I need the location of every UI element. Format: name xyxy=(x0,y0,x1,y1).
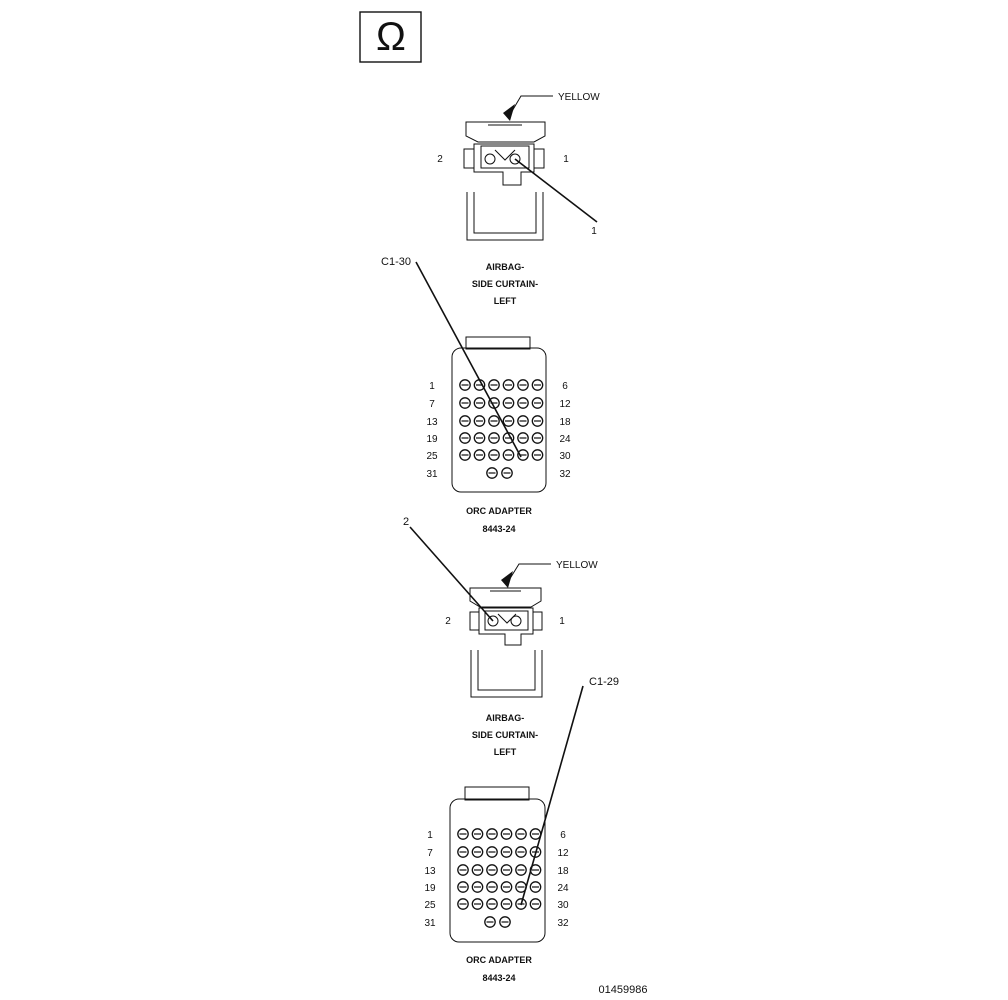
row-label-left: 1 xyxy=(429,381,435,392)
airbag-connector-1: YELLOW 2 1 1 AIRBAG- SIDE CURT xyxy=(437,92,600,306)
row-label-right: 32 xyxy=(559,469,571,480)
row-label-right: 18 xyxy=(557,866,569,877)
right-clip-2 xyxy=(532,611,543,631)
figure-id: 01459986 xyxy=(599,984,648,996)
color-callout-arrowhead-1 xyxy=(503,104,515,121)
panel-2: YELLOW 2 1 2 AIRBAG- SIDE CURTAIN- LEFT xyxy=(403,516,619,983)
connector-cap-2 xyxy=(469,587,542,608)
connector-title-line3-1: LEFT xyxy=(494,296,517,306)
adapter-pin-grid-2 xyxy=(457,828,542,928)
connector-title-line2-1: SIDE CURTAIN- xyxy=(472,279,538,289)
adapter-name-2: ORC ADAPTER xyxy=(466,955,532,965)
row-label-right: 30 xyxy=(559,451,571,462)
pin-label-left-2: 2 xyxy=(445,616,451,627)
orc-adapter-1: 1 7 13 19 25 31 6 12 18 24 30 32 C1-30 O… xyxy=(381,256,571,534)
color-label-2: YELLOW xyxy=(556,560,598,571)
pin-label-right-1: 1 xyxy=(563,154,569,165)
cavity-2-1 xyxy=(484,153,496,165)
row-label-left: 31 xyxy=(426,469,438,480)
adapter-callout-label-2: C1-29 xyxy=(589,676,619,688)
pin-label-right-2: 1 xyxy=(559,616,565,627)
row-label-left: 13 xyxy=(424,866,436,877)
row-label-left: 1 xyxy=(427,830,433,841)
ohm-meter-icon: Ω xyxy=(359,11,422,63)
row-label-right: 24 xyxy=(559,434,571,445)
row-label-right: 12 xyxy=(559,399,571,410)
row-label-left: 13 xyxy=(426,417,438,428)
connector-body-2 xyxy=(478,607,534,646)
row-label-left: 25 xyxy=(424,900,436,911)
adapter-part-number-1: 8443-24 xyxy=(482,524,515,534)
panel-1: YELLOW 2 1 1 AIRBAG- SIDE CURT xyxy=(381,92,600,534)
row-label-left: 19 xyxy=(426,434,438,445)
connector-body-1 xyxy=(473,143,535,186)
row-label-left: 31 xyxy=(424,918,436,929)
connector-title-line2-2: SIDE CURTAIN- xyxy=(472,730,538,740)
ohm-symbol: Ω xyxy=(376,15,406,59)
right-clip-1 xyxy=(533,148,545,169)
adapter-body-2 xyxy=(449,798,546,943)
cavity-2-2 xyxy=(487,615,499,627)
row-labels-left-1: 1 7 13 19 25 31 xyxy=(426,381,438,480)
adapter-callout-line-2 xyxy=(520,685,584,906)
color-callout-line-2 xyxy=(505,563,551,586)
row-label-left: 19 xyxy=(424,883,436,894)
pin-callout-line-1 xyxy=(514,158,598,223)
connector-title-line1-1: AIRBAG- xyxy=(486,262,525,272)
row-label-right: 6 xyxy=(562,381,568,392)
cavity-1-2 xyxy=(510,615,522,627)
connector-cap-1 xyxy=(465,121,546,143)
cavity-1-1 xyxy=(509,153,521,165)
connector-skirt-2 xyxy=(470,650,543,698)
row-label-right: 12 xyxy=(557,848,569,859)
pin-callout-label-1: 1 xyxy=(591,226,597,237)
pin-callout-line-2 xyxy=(409,526,494,622)
row-label-left: 25 xyxy=(426,451,438,462)
color-label-1: YELLOW xyxy=(558,92,600,103)
connector-title-line1-2: AIRBAG- xyxy=(486,713,525,723)
row-label-right: 18 xyxy=(559,417,571,428)
row-labels-right-2: 6 12 18 24 30 32 xyxy=(557,830,569,929)
adapter-pin-grid-1 xyxy=(459,379,544,479)
connector-title-line3-2: LEFT xyxy=(494,747,517,757)
orc-adapter-2: 1 7 13 19 25 31 6 12 18 24 30 32 C1-29 O… xyxy=(424,676,619,983)
adapter-part-number-2: 8443-24 xyxy=(482,973,515,983)
row-label-left: 7 xyxy=(429,399,435,410)
row-labels-left-2: 1 7 13 19 25 31 xyxy=(424,830,436,929)
adapter-callout-label-1: C1-30 xyxy=(381,256,411,268)
left-clip-1 xyxy=(463,148,475,169)
row-label-right: 6 xyxy=(560,830,566,841)
adapter-name-1: ORC ADAPTER xyxy=(466,506,532,516)
adapter-body-1 xyxy=(451,347,547,493)
connector-skirt-1 xyxy=(466,192,544,241)
color-callout-arrowhead-2 xyxy=(501,571,513,588)
pin-callout-label-2: 2 xyxy=(403,516,409,528)
left-clip-2 xyxy=(469,611,480,631)
adapter-callout-line-1 xyxy=(415,261,522,458)
row-labels-right-1: 6 12 18 24 30 32 xyxy=(559,381,571,480)
airbag-connector-2: YELLOW 2 1 2 AIRBAG- SIDE CURTAIN- LEFT xyxy=(403,516,598,757)
row-label-right: 30 xyxy=(557,900,569,911)
row-label-right: 24 xyxy=(557,883,569,894)
row-label-left: 7 xyxy=(427,848,433,859)
adapter-tab-1 xyxy=(465,336,531,350)
pin-label-left-1: 2 xyxy=(437,154,443,165)
row-label-right: 32 xyxy=(557,918,569,929)
color-callout-line-1 xyxy=(507,95,553,119)
adapter-tab-2 xyxy=(464,786,530,801)
